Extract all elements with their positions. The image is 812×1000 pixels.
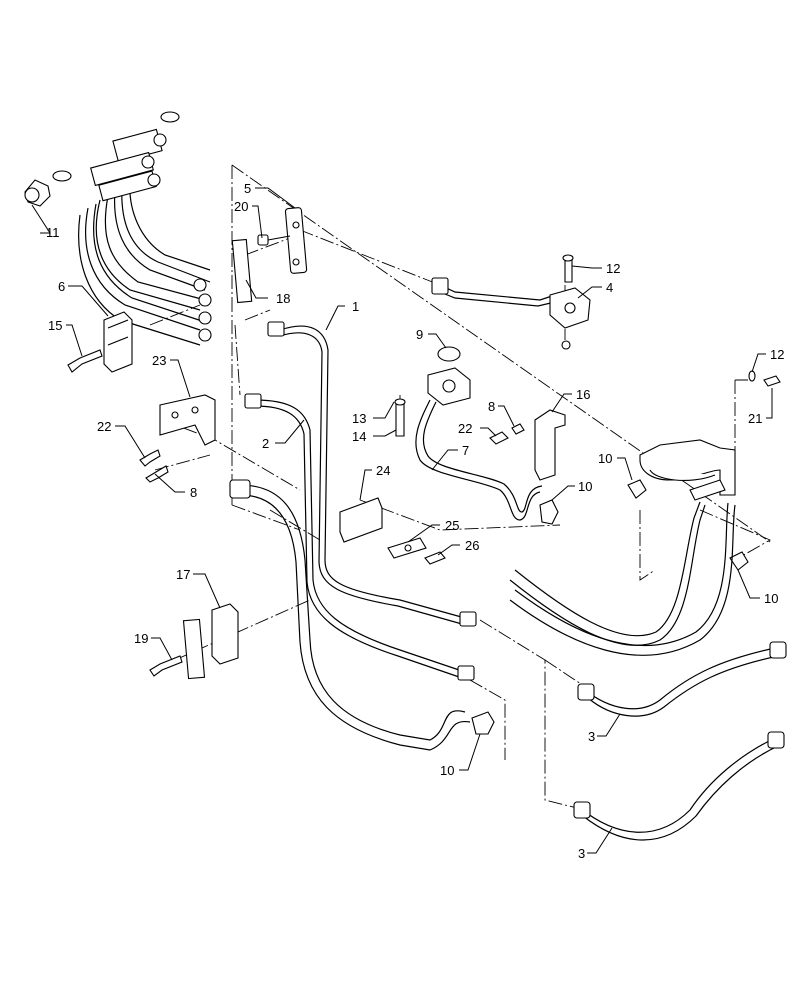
clamp-block-17 (182, 603, 239, 680)
callout-22-left: 22 (97, 419, 111, 434)
callout-26: 26 (465, 538, 479, 553)
callout-3-lower: 3 (578, 846, 585, 861)
callout-1: 1 (352, 299, 359, 314)
callout-12-upper: 12 (606, 261, 620, 276)
callout-19: 19 (134, 631, 148, 646)
callout-9: 9 (416, 327, 423, 342)
bolt-22-right (489, 431, 509, 445)
callout-16: 16 (576, 387, 590, 402)
hose-lower-left (229, 479, 471, 751)
plate-18 (231, 238, 253, 304)
callout-10-right: 10 (764, 591, 778, 606)
callout-7: 7 (462, 443, 469, 458)
bolt-22-left (139, 449, 161, 467)
bracket-16 (534, 409, 566, 481)
callout-8-left: 8 (190, 485, 197, 500)
callout-3-upper: 3 (588, 729, 595, 744)
callout-14: 14 (352, 429, 366, 444)
callout-12-right: 12 (770, 347, 784, 362)
callout-22-right: 22 (458, 421, 472, 436)
callout-10-lower: 10 (440, 763, 454, 778)
callout-5: 5 (244, 181, 251, 196)
bolt-20 (257, 234, 291, 246)
callout-4: 4 (606, 280, 613, 295)
callout-leaders (31, 187, 773, 854)
callout-13: 13 (352, 411, 366, 426)
bolt-21 (763, 375, 781, 387)
upper-tube (431, 277, 556, 307)
bolt-15 (67, 349, 103, 373)
callout-18: 18 (276, 291, 290, 306)
hose-3-upper (577, 641, 787, 717)
callout-15: 15 (48, 318, 62, 333)
fitting-10-lower (471, 711, 495, 735)
fitting-10-mid (539, 499, 559, 525)
callout-labels: 5 20 18 6 11 15 23 22 8 1 2 17 19 24 25 … (46, 181, 784, 861)
callout-17: 17 (176, 567, 190, 582)
bracket-23 (159, 394, 216, 446)
callout-24: 24 (376, 463, 390, 478)
bolt-19 (149, 655, 183, 677)
hydraulic-tube-2 (244, 393, 475, 681)
washer-12-right (748, 370, 756, 382)
callout-6: 6 (58, 279, 65, 294)
bolt-8-left (145, 465, 169, 483)
plate-25 (387, 537, 427, 559)
callout-10-mid: 10 (578, 479, 592, 494)
bolt-26 (424, 551, 446, 565)
callout-20: 20 (234, 199, 248, 214)
callout-25: 25 (445, 518, 459, 533)
callout-23: 23 (152, 353, 166, 368)
bolt-8-right (511, 423, 525, 435)
fitting-10-right (729, 551, 749, 571)
clamp-block-6 (103, 311, 133, 373)
callout-11: 11 (46, 225, 60, 240)
block-4 (549, 287, 591, 350)
callout-10-upper-right: 10 (598, 451, 612, 466)
clamp-24 (339, 497, 383, 543)
hose-3-lower (573, 731, 785, 841)
tank-bracket (639, 439, 736, 501)
bolt-12-upper (562, 254, 574, 283)
callout-21: 21 (748, 411, 762, 426)
bolt-13-14 (394, 398, 406, 437)
return-hose-large (509, 501, 736, 656)
o-ring-9 (437, 346, 461, 362)
plug-fitting (24, 179, 51, 207)
fitting-10-upper-right (627, 479, 647, 499)
hose-7 (415, 367, 543, 521)
valve-bank-hose-bundle (52, 111, 212, 346)
callout-2: 2 (262, 436, 269, 451)
callout-8-right: 8 (488, 399, 495, 414)
hydraulic-tube-1 (267, 321, 477, 627)
clamp-plate-5 (284, 207, 308, 274)
